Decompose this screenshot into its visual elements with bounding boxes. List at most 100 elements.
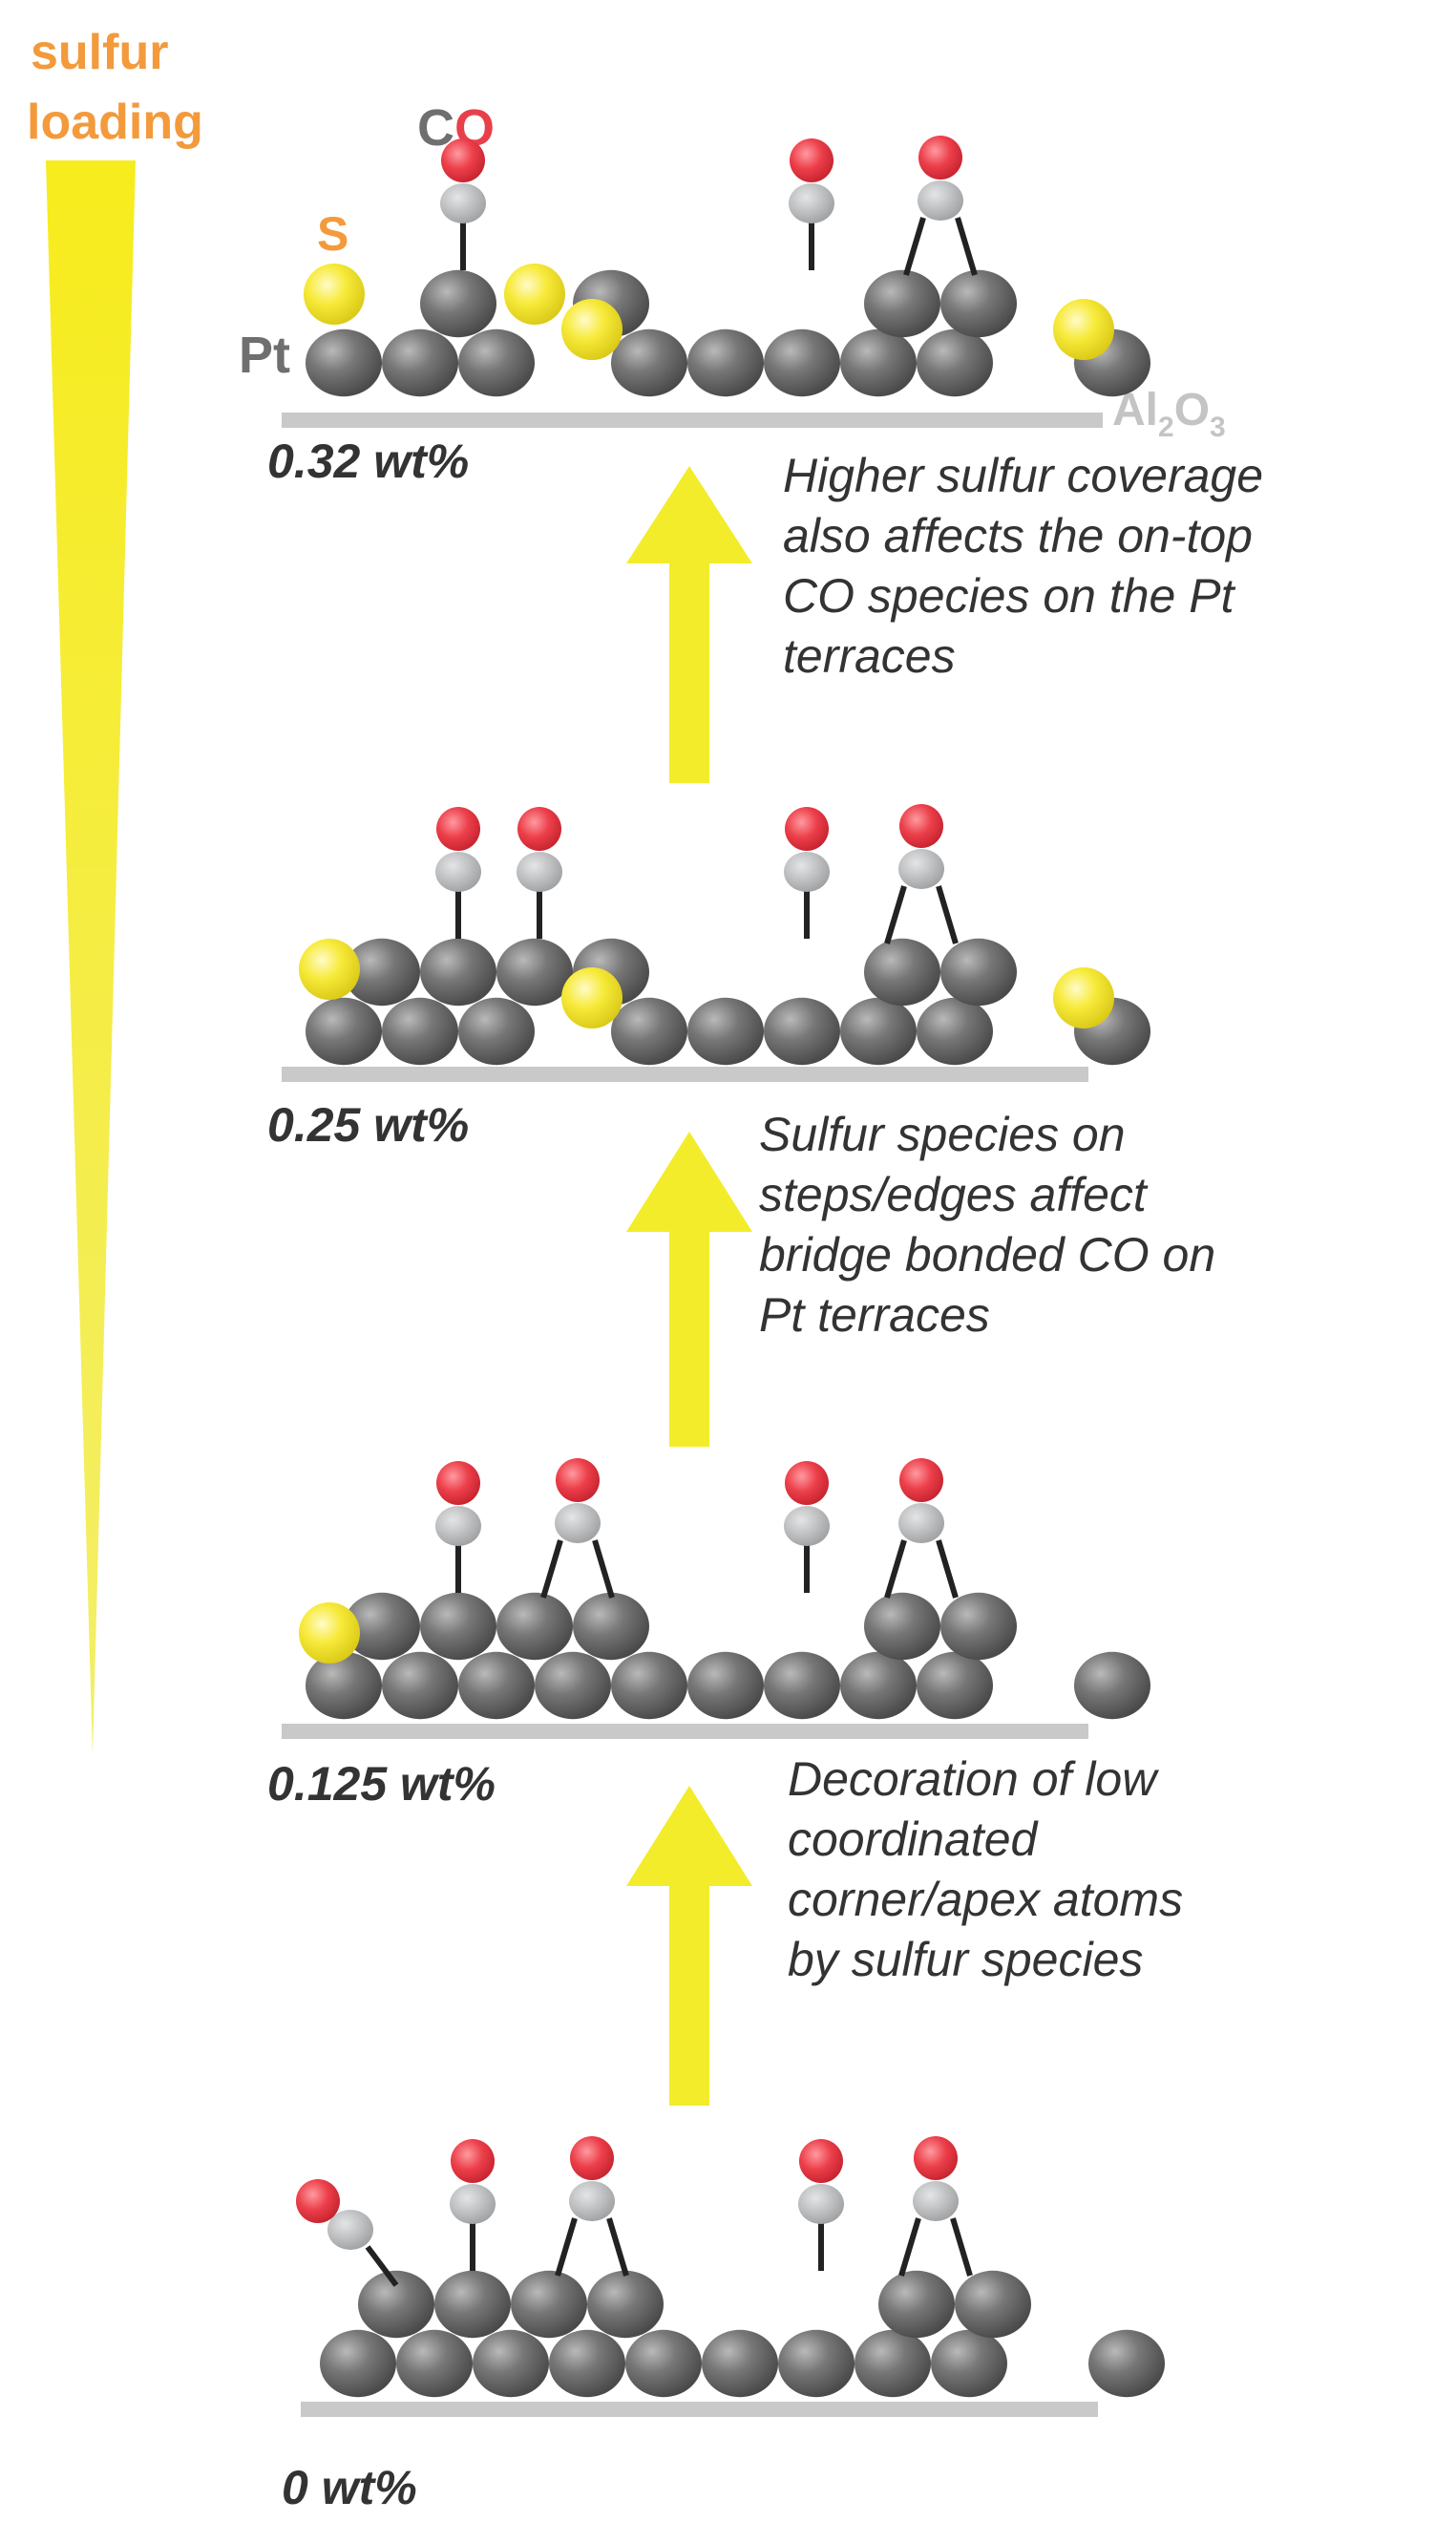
panel-2-pt-atom-bottom — [458, 1651, 535, 1720]
panel-1-pt-atom-bottom — [764, 997, 840, 1066]
panel-1-pt-atom-bottom — [306, 997, 382, 1066]
panel-3-carbon-atom — [913, 2181, 959, 2221]
panel-3-carbon-atom — [327, 2210, 373, 2250]
legend-platinum-label: Pt — [239, 327, 290, 384]
panel-3-carbon-atom — [450, 2184, 496, 2224]
panel-3-pt-atom-bottom — [320, 2329, 396, 2398]
panel-1-carbon-atom — [898, 849, 944, 889]
panel-0-pt-atom-bottom — [840, 328, 917, 397]
arrow-up-1 — [626, 466, 752, 783]
panel-2-oxygen-atom — [556, 1458, 600, 1502]
panel-3-pt-atom-bottom — [549, 2329, 625, 2398]
panel-1-co-bond — [884, 885, 907, 944]
panel-2-oxygen-atom — [899, 1458, 943, 1502]
panel-2-pt-atom-top — [496, 1592, 573, 1661]
panel-0-sulfur-atom — [1053, 299, 1114, 360]
panel-1-pt-atom-bottom — [458, 997, 535, 1066]
panel-3-pt-atom-bottom — [778, 2329, 855, 2398]
arrow-up-3 — [626, 1786, 752, 2106]
panel-2-co-bond — [884, 1539, 907, 1599]
description-2-line-2: corner/apex atoms — [788, 1873, 1183, 1926]
panel-0-support-bar — [282, 413, 1103, 428]
loading-label-1: 0.25 wt% — [267, 1098, 469, 1152]
panel-3-carbon-atom — [798, 2184, 844, 2224]
panel-2-carbon-atom — [784, 1506, 830, 1546]
panel-1-carbon-atom — [784, 852, 830, 892]
panel-2-oxygen-atom — [436, 1461, 480, 1505]
sulfur-loading-gradient — [46, 160, 136, 1755]
description-1-line-1: steps/edges affect — [759, 1168, 1149, 1221]
panel-0-32-wt — [282, 136, 1150, 428]
panel-2-pt-atom-bottom — [687, 1651, 764, 1720]
panel-2-pt-atom-bottom — [306, 1651, 382, 1720]
description-0-line-1: also affects the on-top — [783, 509, 1253, 562]
panel-3-pt-atom-bottom — [702, 2329, 778, 2398]
panel-2-carbon-atom — [435, 1506, 481, 1546]
panel-1-oxygen-atom — [517, 807, 561, 851]
panel-2-co-bond — [592, 1539, 615, 1599]
description-2-line-3: by sulfur species — [788, 1933, 1143, 1986]
panel-1-carbon-atom — [435, 852, 481, 892]
panel-0-co-bond — [955, 217, 978, 276]
panel-3-co-bond — [898, 2217, 921, 2277]
loading-label-0: 0.32 wt% — [267, 434, 469, 488]
panel-2-pt-atom-bottom — [917, 1651, 993, 1720]
panel-2-pt-atom-top — [940, 1592, 1017, 1661]
panel-1-pt-atom-bottom — [917, 997, 993, 1066]
panel-3-pt-atom-top — [358, 2270, 434, 2339]
panel-3-pt-atom-bottom — [855, 2329, 931, 2398]
panel-1-pt-atom-top — [940, 938, 1017, 1007]
panel-1-sulfur-atom — [561, 967, 622, 1028]
panel-0-pt-atom-bottom — [306, 328, 382, 397]
panel-2-pt-atom-top — [573, 1592, 649, 1661]
description-1-line-2: bridge bonded CO on — [759, 1228, 1215, 1282]
panel-1-oxygen-atom — [899, 804, 943, 848]
panel-0-pt-atom-top — [864, 269, 940, 338]
panel-3-pt-atom-top — [434, 2270, 511, 2339]
panel-2-carbon-atom — [555, 1503, 601, 1543]
panel-3-oxygen-atom — [570, 2136, 614, 2180]
panel-0-co-bond — [903, 217, 926, 276]
gradient-label-loading: loading — [27, 95, 203, 150]
panel-2-pt-atom-bottom — [1074, 1651, 1150, 1720]
panel-1-pt-atom-bottom — [382, 997, 458, 1066]
panel-0-pt-atom-bottom — [611, 328, 687, 397]
panel-2-carbon-atom — [898, 1503, 944, 1543]
panel-0-pt-atom-bottom — [687, 328, 764, 397]
description-0-line-2: CO species on the Pt — [783, 569, 1236, 623]
panel-1-pt-atom-top — [420, 938, 496, 1007]
panel-0-pt-atom-bottom — [917, 328, 993, 397]
panel-3-pt-atom-top — [878, 2270, 955, 2339]
panel-3-carbon-atom — [569, 2181, 615, 2221]
panel-2-pt-atom-bottom — [840, 1651, 917, 1720]
panel-3-pt-atom-bottom — [473, 2329, 549, 2398]
panel-0-25-wt — [282, 804, 1150, 1082]
gradient-label-sulfur: sulfur — [31, 25, 168, 80]
legend-sulfur-label: S — [317, 207, 348, 261]
panel-1-pt-atom-top — [344, 938, 420, 1007]
panel-0-oxygen-atom — [918, 136, 962, 180]
panel-0-sulfur-atom — [504, 264, 565, 325]
panel-3-pt-atom-bottom — [1088, 2329, 1165, 2398]
panel-3-oxygen-atom — [799, 2139, 843, 2183]
panel-2-pt-atom-bottom — [382, 1651, 458, 1720]
panel-1-sulfur-atom — [1053, 967, 1114, 1028]
panel-2-co-bond — [540, 1539, 563, 1599]
panel-3-pt-atom-top — [955, 2270, 1031, 2339]
panel-1-pt-atom-top — [496, 938, 573, 1007]
panel-1-sulfur-atom — [299, 939, 360, 1000]
panel-2-co-bond — [936, 1539, 959, 1599]
description-2: Decoration of low coordinated corner/ape… — [788, 1752, 1183, 1986]
panel-1-oxygen-atom — [436, 807, 480, 851]
panel-1-pt-atom-bottom — [687, 997, 764, 1066]
panel-0-wt — [296, 2136, 1165, 2417]
description-1: Sulfur species on steps/edges affect bri… — [759, 1108, 1215, 1342]
panel-1-support-bar — [282, 1067, 1088, 1082]
panel-0-carbon-atom — [918, 180, 963, 221]
panel-0-carbon-atom — [789, 183, 834, 223]
panel-1-carbon-atom — [517, 852, 562, 892]
panel-3-co-bond — [555, 2217, 578, 2277]
panel-3-oxygen-atom — [296, 2179, 340, 2223]
arrow-up-2 — [626, 1132, 752, 1447]
